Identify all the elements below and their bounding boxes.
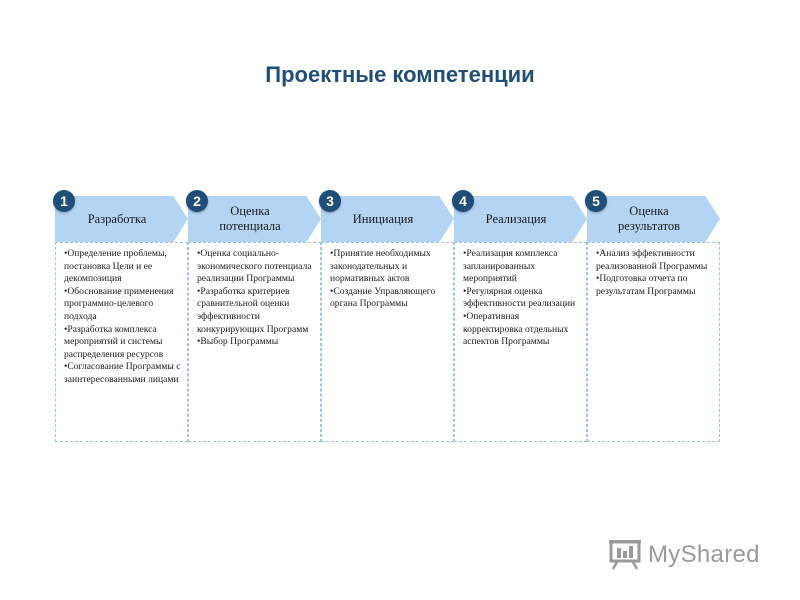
stage-item: Обоснование применения программно-целево… <box>64 286 181 324</box>
stage-item: Создание Управляющего органа Программы <box>330 286 447 311</box>
stage-items-list: Анализ эффективности реализованной Прогр… <box>596 248 713 298</box>
stage-4: Реализация 4 Реализация комплекса заплан… <box>452 190 587 443</box>
page-title: Проектные компетенции <box>265 62 535 87</box>
stage-label: Реализация <box>485 211 547 226</box>
stage-details-box: Реализация комплекса запланированных мер… <box>454 242 587 442</box>
stage-item: Согласование Программы с заинтересованны… <box>64 361 181 386</box>
stage-arrow: Реализация <box>454 196 587 242</box>
stage-details-box: Оценка социально-экономического потенциа… <box>188 242 321 442</box>
stage-number-badge: 5 <box>585 190 607 212</box>
stage-items-list: Принятие необходимых законодательных и н… <box>330 248 447 311</box>
stage-arrow: Разработка <box>55 196 188 242</box>
stage-items-list: Реализация комплекса запланированных мер… <box>463 248 580 349</box>
stage-item: Разработка критериев сравнительной оценк… <box>197 286 314 336</box>
stage-details-box: Анализ эффективности реализованной Прогр… <box>587 242 720 442</box>
stage-item: Регулярная оценка эффективности реализац… <box>463 286 580 311</box>
stage-item: Оперативная корректировка отдельных аспе… <box>463 311 580 349</box>
stage-item: Подготовка отчета по результатам Програм… <box>596 273 713 298</box>
stage-label: Оценка потенциала <box>219 204 281 233</box>
stage-arrow: Оценка потенциала <box>188 196 321 242</box>
stages-diagram: Разработка 1 Определение проблемы, поста… <box>53 190 720 445</box>
stage-label: Разработка <box>87 211 147 226</box>
stage-items-list: Оценка социально-экономического потенциа… <box>197 248 314 349</box>
stage-item: Анализ эффективности реализованной Прогр… <box>596 248 713 273</box>
stage-item: Принятие необходимых законодательных и н… <box>330 248 447 286</box>
stage-label: Инициация <box>352 211 414 226</box>
stage-label: Оценка результатов <box>617 204 681 233</box>
stage-number-badge: 2 <box>186 190 208 212</box>
stage-item: Реализация комплекса запланированных мер… <box>463 248 580 286</box>
stage-number-badge: 1 <box>53 190 75 212</box>
presentation-board-icon <box>609 540 641 570</box>
stage-arrow: Инициация <box>321 196 454 242</box>
stage-details-box: Принятие необходимых законодательных и н… <box>321 242 454 442</box>
stage-item: Разработка комплекса мероприятий и систе… <box>64 324 181 362</box>
stage-number-badge: 4 <box>452 190 474 212</box>
stage-item: Определение проблемы, постановка Цели и … <box>64 248 181 286</box>
stage-items-list: Определение проблемы, постановка Цели и … <box>64 248 181 387</box>
stage-2: Оценка потенциала 2 Оценка социально-эко… <box>186 190 321 443</box>
logo-text: MyShared <box>648 541 760 568</box>
stage-1: Разработка 1 Определение проблемы, поста… <box>53 190 188 443</box>
stage-details-box: Определение проблемы, постановка Цели и … <box>55 242 188 442</box>
stage-number-badge: 3 <box>319 190 341 212</box>
stage-arrow: Оценка результатов <box>587 196 720 242</box>
stage-item: Оценка социально-экономического потенциа… <box>197 248 314 286</box>
stage-3: Инициация 3 Принятие необходимых законод… <box>319 190 454 443</box>
stage-5: Оценка результатов 5 Анализ эффективност… <box>585 190 720 443</box>
stage-item: Выбор Программы <box>197 336 314 349</box>
